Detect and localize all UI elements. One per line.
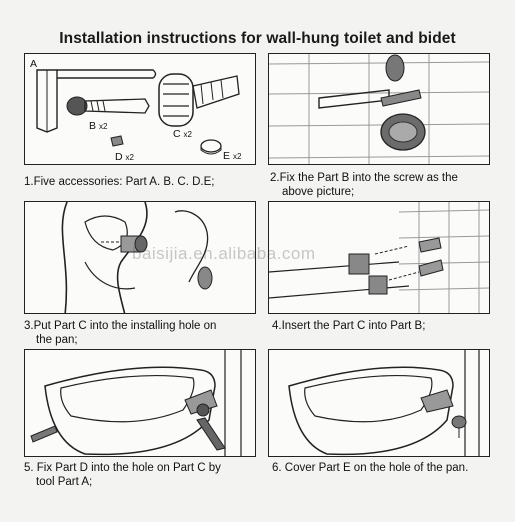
step-3-illustration: [24, 201, 256, 314]
step-4-illustration: [268, 201, 490, 314]
watermark: baisijia.en.alibaba.com: [132, 244, 316, 263]
step-4-caption: 4.Insert the Part C into Part B;: [272, 320, 425, 334]
part-d-letter: D: [115, 151, 123, 163]
part-b-letter: B: [89, 120, 97, 132]
step-5-caption: 5. Fix Part D into the hole on Part C by…: [24, 462, 221, 489]
part-e-letter: E: [223, 150, 231, 162]
step-3-caption: 3.Put Part C into the installing hole on…: [24, 320, 216, 347]
step-2-line-1: 2.Fix the Part B into the screw as the: [270, 172, 458, 184]
step-3-line-2: the pan;: [36, 333, 78, 346]
part-d-label: D x2: [115, 151, 134, 163]
fix-screw-drawing: [30, 350, 242, 456]
document-title: Installation instructions for wall-hung …: [59, 30, 456, 47]
part-c-letter: C: [173, 128, 181, 140]
cover-cap-drawing: [288, 350, 480, 456]
step-1-caption: 1.Five accessories: Part A. B. C. D.E;: [24, 176, 214, 190]
part-e-label: E x2: [223, 150, 241, 162]
step-5-line-2: tool Part A;: [36, 475, 93, 488]
step-6-illustration: [268, 349, 490, 457]
step-2-line-2: above picture;: [282, 185, 355, 198]
step-3-line-1: 3.Put Part C into the installing hole on: [24, 320, 217, 332]
part-a-label: A: [30, 58, 38, 70]
step-4-line-1: 4.Insert the Part C into Part B;: [272, 320, 426, 332]
part-b-quantity: x2: [98, 122, 108, 131]
step-5-line-1: 5. Fix Part D into the hole on Part C by: [24, 462, 221, 474]
part-c-quantity: x2: [183, 130, 192, 139]
step-1-line-1: 1.Five accessories: Part A. B. C. D.E;: [24, 176, 215, 188]
step-1-illustration: A B x2 C x2 D x2 E x2: [24, 53, 256, 165]
part-c-label: C x2: [173, 128, 192, 140]
accessories-drawing: [36, 69, 240, 155]
insert-part-drawing: [269, 202, 489, 313]
step-2-illustration: [268, 53, 490, 165]
part-e-quantity: x2: [232, 152, 242, 161]
step-2-caption: 2.Fix the Part B into the screw as the a…: [270, 172, 458, 199]
part-d-quantity: x2: [125, 153, 134, 162]
part-b-label: B x2: [89, 120, 107, 132]
step-6-line-1: 6. Cover Part E on the hole of the pan.: [272, 462, 469, 474]
step-5-illustration: [24, 349, 256, 457]
pan-install-drawing: [61, 202, 213, 313]
wall-screws-drawing: [269, 54, 489, 164]
step-6-caption: 6. Cover Part E on the hole of the pan.: [272, 462, 468, 476]
